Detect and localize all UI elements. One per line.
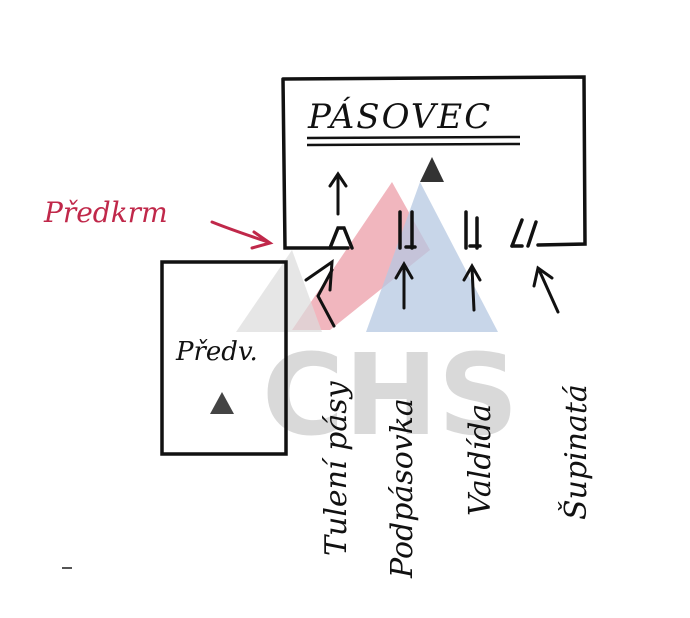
cut-label-1: Tulení pásy bbox=[319, 380, 354, 556]
notch-fourth bbox=[510, 218, 538, 248]
pointer-label: Předkrm bbox=[43, 196, 168, 229]
watermark-text: CHS bbox=[262, 331, 519, 461]
arrow-cut-2 bbox=[394, 260, 414, 310]
notch-third bbox=[464, 210, 479, 250]
arrow-inner bbox=[328, 171, 348, 216]
title-underline bbox=[306, 135, 521, 147]
main-box bbox=[281, 75, 587, 250]
arrow-cut-1 bbox=[304, 258, 336, 328]
up-arrows bbox=[304, 171, 560, 328]
watermark-red-triangle bbox=[292, 182, 430, 330]
watermark-gray-triangle bbox=[236, 250, 322, 332]
side-box bbox=[160, 260, 288, 456]
watermark-logo: CHS bbox=[236, 182, 519, 461]
cut-label-2: Podpásovka bbox=[385, 398, 420, 579]
watermark-blue-triangle bbox=[366, 182, 498, 332]
cut-label-3: Valdída bbox=[463, 404, 498, 516]
notch-left bbox=[328, 226, 354, 250]
arrow-cut-4 bbox=[532, 265, 560, 314]
side-box-label: Předv. bbox=[175, 337, 258, 367]
pointer-arrow bbox=[210, 220, 274, 250]
cut-label-4: Šupinatá bbox=[558, 384, 594, 520]
main-box-title: PÁSOVEC bbox=[307, 96, 492, 137]
main-box-outline bbox=[281, 75, 587, 250]
notch-second bbox=[398, 210, 414, 250]
side-box-triangle-icon bbox=[210, 392, 234, 414]
main-box-triangle-icon bbox=[420, 157, 444, 182]
arrow-cut-3 bbox=[462, 262, 482, 312]
